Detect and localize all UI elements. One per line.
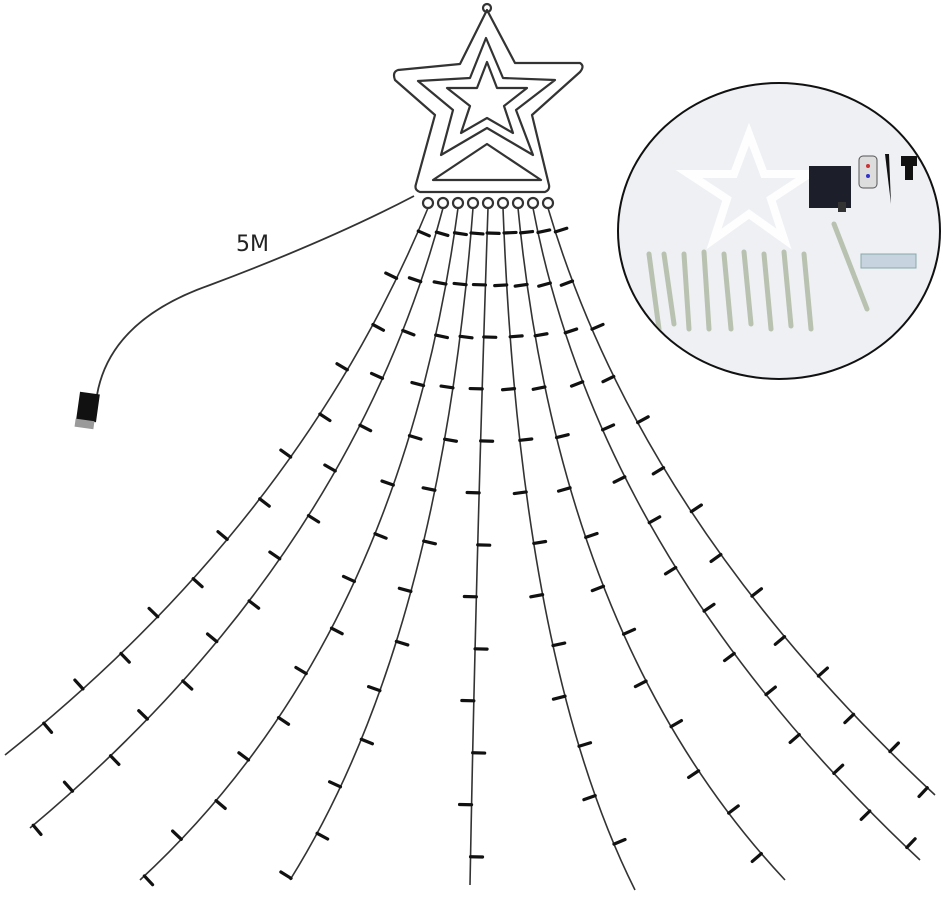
spare-bag (860, 253, 917, 269)
solar-panel-icon (809, 166, 851, 212)
package-contents-inset (617, 82, 941, 380)
cable-length-label: 5M (236, 232, 269, 257)
light-bundles (646, 221, 870, 332)
mount-bracket-icon (901, 156, 917, 180)
star-topper-icon (392, 2, 584, 194)
lead-cable (96, 195, 415, 396)
strand-hooks (421, 196, 555, 210)
contents-photo (646, 122, 917, 332)
plug-connector-icon (74, 391, 100, 430)
bulb-ticks (31, 226, 929, 887)
ground-stake-icon (885, 154, 891, 204)
star-topper-icon (675, 122, 823, 250)
remote-control-icon (858, 155, 878, 189)
